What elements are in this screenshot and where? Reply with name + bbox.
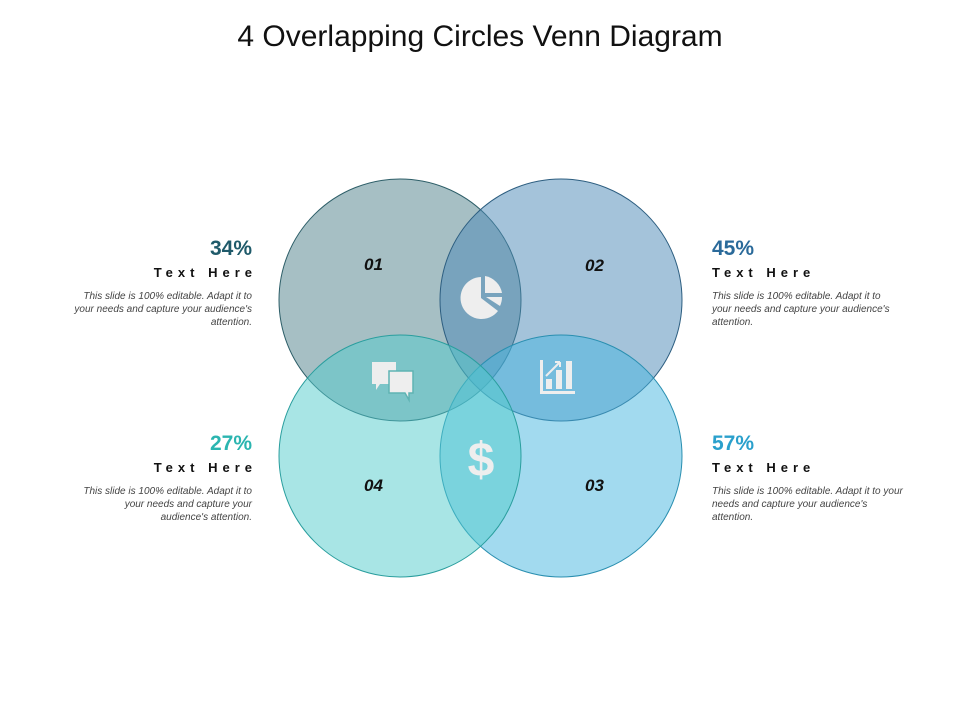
description: This slide is 100% editable. Adapt it to… <box>74 291 252 328</box>
percent: 57% <box>712 432 755 455</box>
chat-bubbles-icon <box>372 362 414 403</box>
heading: Text Here <box>712 265 816 280</box>
description: This slide is 100% editable. Adapt it to… <box>83 486 252 523</box>
info-block-01: 34% Text Here This slide is 100% editabl… <box>52 237 252 329</box>
info-block-02: 45% Text Here This slide is 100% editabl… <box>712 237 912 329</box>
dollar-icon: $ <box>468 434 495 487</box>
heading: Text Here <box>153 460 257 475</box>
slide-title: 4 Overlapping Circles Venn Diagram <box>237 20 723 53</box>
circle-label-04: 04 <box>364 476 383 495</box>
circle-label-03: 03 <box>585 476 604 495</box>
heading: Text Here <box>712 460 816 475</box>
percent: 27% <box>209 432 252 455</box>
description: This slide is 100% editable. Adapt it to… <box>712 291 890 328</box>
percent: 34% <box>209 237 252 260</box>
description: This slide is 100% editable. Adapt it to… <box>712 486 903 523</box>
info-block-04: 27% Text Here This slide is 100% editabl… <box>52 432 252 524</box>
pie-chart-icon <box>460 276 503 319</box>
percent: 45% <box>712 237 755 260</box>
circle-04 <box>278 334 522 578</box>
circle-label-02: 02 <box>585 256 604 275</box>
circle-label-01: 01 <box>364 255 383 274</box>
heading: Text Here <box>153 265 257 280</box>
bar-chart-growth-icon <box>540 360 575 394</box>
info-block-03: 57% Text Here This slide is 100% editabl… <box>712 432 912 524</box>
